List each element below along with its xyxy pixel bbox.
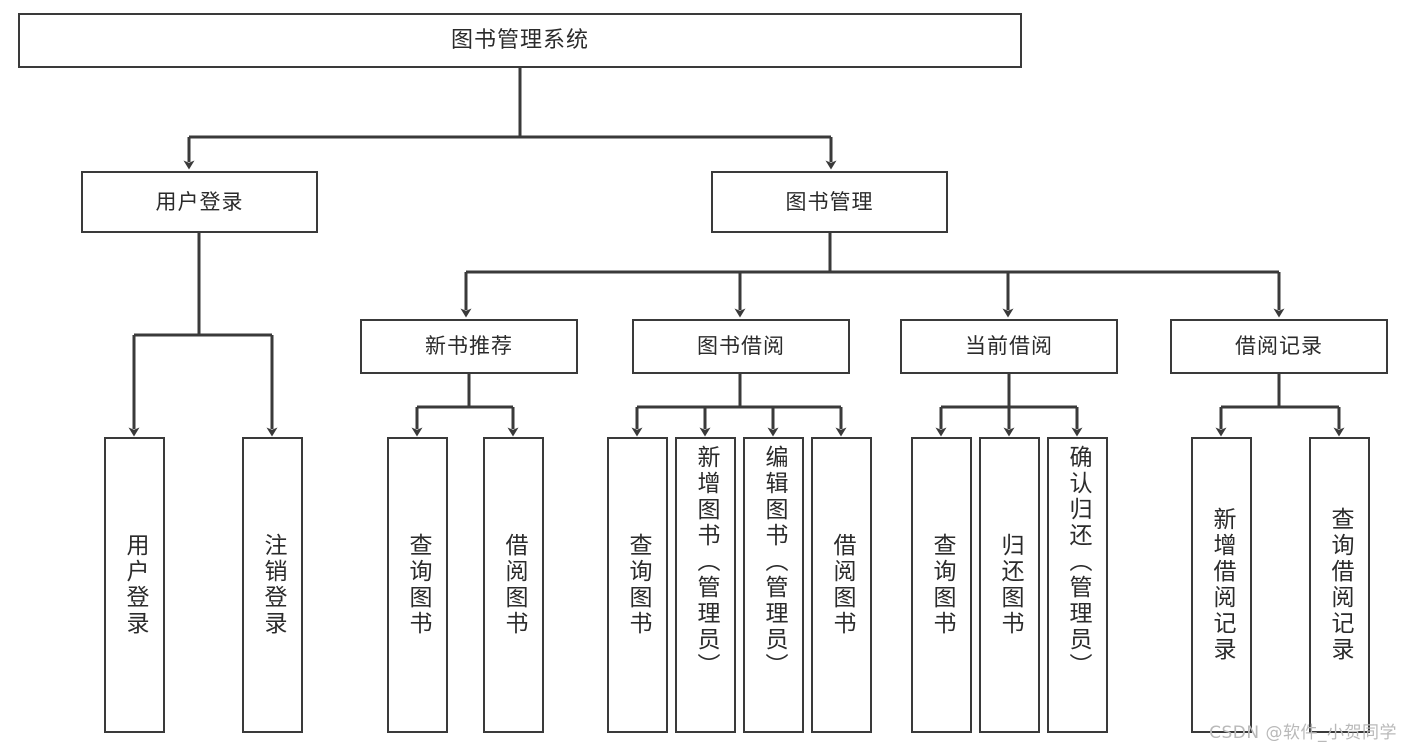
node-login-label: 用户登录 — [155, 189, 244, 214]
node-current-borrow-label: 当前借阅 — [965, 334, 1053, 359]
node-leaf-query-book-2[interactable]: 查询图书 — [607, 437, 668, 733]
node-leaf-borrow-book-1-label: 借阅图书 — [501, 533, 527, 637]
node-leaf-confirm-return-admin[interactable]: 确认归还（管理员） — [1047, 437, 1108, 733]
node-leaf-borrow-book-1[interactable]: 借阅图书 — [483, 437, 544, 733]
node-login[interactable]: 用户登录 — [81, 171, 318, 233]
node-leaf-add-book-admin[interactable]: 新增图书（管理员） — [675, 437, 736, 733]
node-leaf-query-book-1[interactable]: 查询图书 — [387, 437, 448, 733]
watermark: CSDN @软件_小贺同学 — [1209, 723, 1397, 743]
node-leaf-user-login-label: 用户登录 — [122, 533, 148, 637]
node-leaf-query-book-2-label: 查询图书 — [625, 533, 651, 637]
node-leaf-return-book[interactable]: 归还图书 — [979, 437, 1040, 733]
node-leaf-query-borrow-record[interactable]: 查询借阅记录 — [1309, 437, 1370, 733]
node-leaf-logout[interactable]: 注销登录 — [242, 437, 303, 733]
node-book-borrow-label: 图书借阅 — [697, 334, 785, 359]
node-leaf-edit-book-admin[interactable]: 编辑图书（管理员） — [743, 437, 804, 733]
node-root[interactable]: 图书管理系统 — [18, 13, 1022, 68]
node-book-management[interactable]: 图书管理 — [711, 171, 948, 233]
node-leaf-borrow-book-2[interactable]: 借阅图书 — [811, 437, 872, 733]
node-book-borrow[interactable]: 图书借阅 — [632, 319, 850, 374]
node-current-borrow[interactable]: 当前借阅 — [900, 319, 1118, 374]
node-leaf-logout-label: 注销登录 — [260, 533, 286, 637]
node-leaf-return-book-label: 归还图书 — [997, 533, 1023, 637]
node-leaf-add-borrow-record[interactable]: 新增借阅记录 — [1191, 437, 1252, 733]
node-leaf-query-book-1-label: 查询图书 — [405, 533, 431, 637]
node-leaf-user-login[interactable]: 用户登录 — [104, 437, 165, 733]
node-new-book-recommend[interactable]: 新书推荐 — [360, 319, 578, 374]
node-root-label: 图书管理系统 — [450, 27, 589, 53]
node-borrow-records-label: 借阅记录 — [1235, 334, 1323, 359]
node-borrow-records[interactable]: 借阅记录 — [1170, 319, 1388, 374]
node-leaf-query-book-3[interactable]: 查询图书 — [911, 437, 972, 733]
node-leaf-add-book-admin-label: 新增图书（管理员） — [693, 445, 719, 679]
node-leaf-confirm-return-admin-label: 确认归还（管理员） — [1065, 445, 1091, 679]
node-leaf-query-book-3-label: 查询图书 — [929, 533, 955, 637]
node-leaf-edit-book-admin-label: 编辑图书（管理员） — [761, 445, 787, 679]
node-book-management-label: 图书管理 — [785, 189, 874, 214]
node-leaf-borrow-book-2-label: 借阅图书 — [829, 533, 855, 637]
node-leaf-add-borrow-record-label: 新增借阅记录 — [1209, 507, 1235, 663]
node-new-book-recommend-label: 新书推荐 — [425, 334, 513, 359]
node-leaf-query-borrow-record-label: 查询借阅记录 — [1327, 507, 1353, 663]
